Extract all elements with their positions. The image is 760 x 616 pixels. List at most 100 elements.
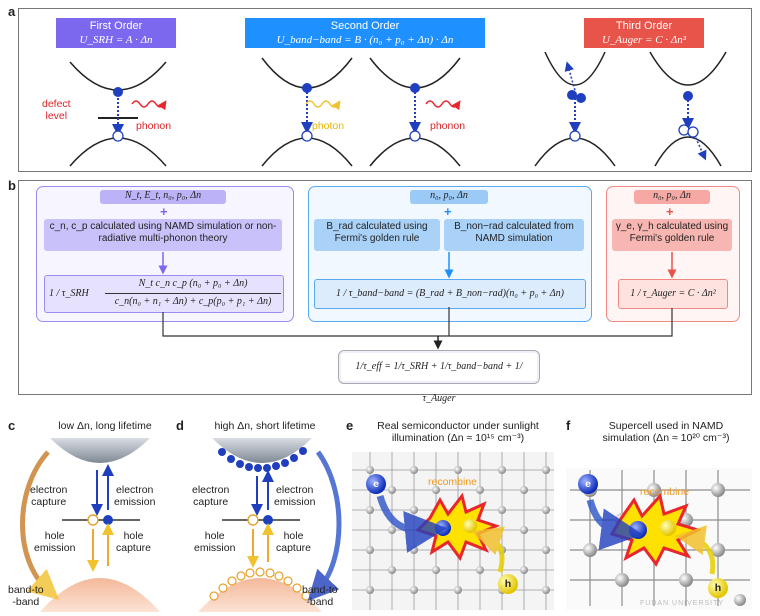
- hole-icon: [498, 574, 518, 594]
- panel-d-hole-capture: hole capture: [276, 530, 312, 554]
- panel-b-frame: [18, 180, 752, 395]
- panel-d-band-to-band: band-to -band: [302, 584, 338, 608]
- panel-e-recombine-label: recombine: [428, 476, 478, 488]
- hole-icon: [569, 130, 581, 142]
- conduction-band: [50, 438, 150, 463]
- first-order-equation: U_SRH = A · Δn: [79, 34, 153, 46]
- fudan-watermark: FUDAN UNIVERSITY: [640, 600, 725, 607]
- panel-e-label: e: [346, 418, 354, 433]
- panel-f-electron-label: e: [585, 478, 591, 490]
- electron-icon: [263, 515, 273, 525]
- srh-tau-numerator: N_t c_n c_p (n₀ + p₀ + Δn): [138, 278, 248, 289]
- bb-inputs: n₀, p₀, Δn: [410, 190, 488, 204]
- electron-icon: [302, 83, 312, 93]
- first-order-title: First Order: [89, 20, 143, 32]
- panel-d-label: d: [176, 418, 184, 433]
- third-order-equation: U_Auger = C · Δn³: [601, 34, 687, 46]
- panel-d-hole-emission: hole emission: [194, 530, 236, 554]
- panel-d-diagram: [198, 438, 342, 612]
- panel-c-electron-emission: electron emission: [114, 484, 156, 508]
- electron-icon: [683, 91, 693, 101]
- photon-label: photon: [312, 120, 345, 132]
- panel-d-electron-emission: electron emission: [274, 484, 316, 508]
- hole-icon: [409, 130, 421, 142]
- band-to-band-arrow: [20, 450, 60, 600]
- panel-a-label: a: [8, 4, 16, 19]
- fraction-bar: [105, 293, 281, 294]
- srh-rate-calc: c_n, c_p calculated using NAMD simulatio…: [44, 219, 282, 251]
- phonon-label-2: phonon: [430, 120, 466, 132]
- panel-c-label: c: [8, 418, 16, 433]
- second-order-equation: U_band−band = B · (n₀ + p₀ + Δn) · Δn: [276, 34, 454, 46]
- electron-icon: [576, 93, 586, 103]
- bb-lifetime-equation: 1 / τ_band−band = (B_rad + B_non−rad)(n₀…: [314, 279, 586, 309]
- electron-icon: [567, 90, 577, 100]
- bb-phonon-diagram: [369, 57, 461, 167]
- electron-icon: [366, 474, 386, 494]
- panel-e-hole-label: h: [504, 578, 512, 590]
- hole-path-arrow: [471, 526, 505, 573]
- panel-c-hole-capture: hole capture: [116, 530, 152, 554]
- srh-tau-left: 1 / τ_SRH: [49, 288, 89, 299]
- srh-lifetime-equation: 1 / τ_SRH N_t c_n c_p (n₀ + p₀ + Δn) c_n…: [44, 275, 284, 313]
- panel-e-title: Real semiconductor under sunlight illumi…: [377, 420, 539, 444]
- bb-rad-calc: B_rad calculated using Fermi's golden ru…: [314, 219, 440, 251]
- hole-icon: [301, 130, 313, 142]
- hole-icon: [687, 126, 699, 138]
- panel-c-hole-emission: hole emission: [34, 530, 76, 554]
- auger-rate-calc: γ_e, γ_h calculated using Fermi's golden…: [612, 219, 732, 251]
- electron-icon: [578, 474, 598, 494]
- panel-c-electron-capture: electron capture: [30, 484, 68, 508]
- srh-tau-denominator: c_n(n₀ + n₁ + Δn) + c_p(p₀ + p₁ + Δn): [114, 296, 272, 307]
- second-order-title: Second Order: [330, 20, 400, 32]
- panel-c-diagram: [20, 438, 160, 612]
- panel-f-hole-label: h: [714, 582, 722, 594]
- electron-path-arrow: [586, 498, 643, 551]
- hole-cluster: [209, 567, 311, 601]
- electron-path-arrow: [376, 494, 447, 553]
- panel-f-title: Supercell used in NAMD simulation (Δn ≈ …: [602, 420, 730, 444]
- panel-d-title: high Δn, short lifetime: [214, 420, 316, 432]
- panel-f-label: f: [566, 418, 571, 433]
- auger-hole-diagram: [649, 51, 727, 167]
- photon-wave-icon: [305, 100, 341, 111]
- bb-photon-diagram: [261, 57, 353, 167]
- srh-plus-icon: +: [160, 204, 168, 219]
- srh-inputs: N_t, E_t, n₀, p₀, Δn: [100, 190, 226, 204]
- panel-c-band-to-band: band-to -band: [8, 584, 44, 608]
- electron-icon: [103, 515, 113, 525]
- auger-plus-icon: +: [666, 204, 674, 219]
- second-order-header: Second Order U_band−band = B · (n₀ + p₀ …: [245, 18, 485, 48]
- band-to-band-arrow: [307, 450, 342, 601]
- defect-level-label: defect level: [42, 98, 71, 122]
- srh-band-diagram: [69, 61, 167, 167]
- bb-plus-icon: +: [444, 204, 452, 219]
- phonon-label-1: phonon: [136, 120, 172, 132]
- panel-c-title: low Δn, long lifetime: [58, 420, 152, 432]
- hole-path-arrow: [675, 525, 716, 575]
- electron-icon: [113, 87, 123, 97]
- valence-band: [198, 578, 322, 612]
- conduction-band: [212, 438, 312, 463]
- first-order-header: First Order U_SRH = A · Δn: [56, 18, 176, 48]
- phonon-wave-icon: [131, 100, 167, 111]
- panel-b-label: b: [8, 178, 16, 193]
- valence-band: [40, 578, 160, 612]
- hole-icon: [708, 578, 728, 598]
- hole-icon: [112, 130, 124, 142]
- panel-a-frame: [18, 8, 752, 172]
- phonon-wave-icon: [425, 100, 461, 111]
- panel-f-lattice: [566, 468, 752, 610]
- third-order-title: Third Order: [615, 20, 673, 32]
- effective-lifetime-equation: 1/τ_eff = 1/τ_SRH + 1/τ_band−band + 1/τ_…: [338, 350, 540, 404]
- bb-nonrad-calc: B_non−rad calculated from NAMD simulatio…: [444, 219, 584, 251]
- panel-f-recombine-label: recombine: [640, 486, 690, 498]
- auger-inputs: n₀, p₀, Δn: [634, 190, 710, 204]
- panel-d-electron-capture: electron capture: [192, 484, 230, 508]
- third-order-header: Third Order U_Auger = C · Δn³: [584, 18, 704, 48]
